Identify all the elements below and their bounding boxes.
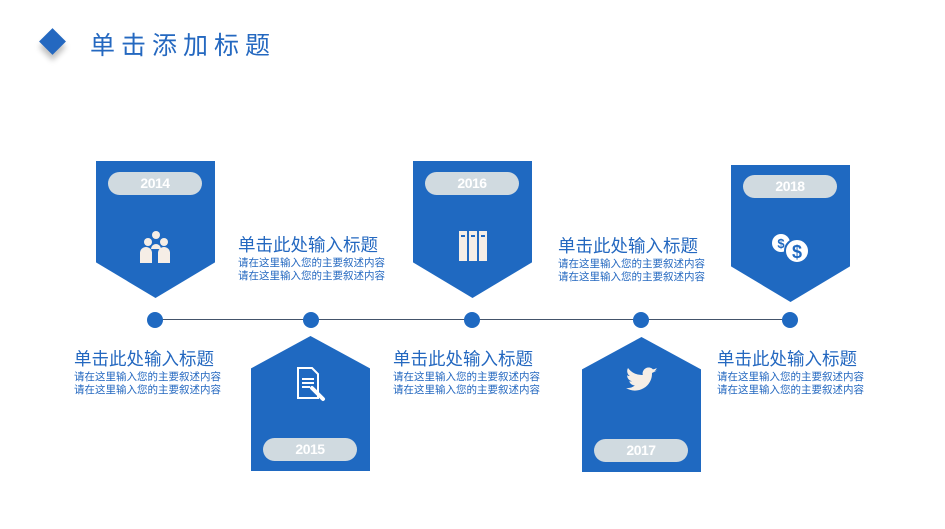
books-icon	[413, 230, 532, 266]
svg-text:$: $	[777, 236, 785, 251]
milestone-desc[interactable]: 请在这里输入您的主要叙述内容	[717, 371, 864, 383]
timeline-dot-2015	[303, 312, 319, 328]
year-pill: 2018	[743, 175, 837, 198]
milestone-desc[interactable]: 请在这里输入您的主要叙述内容	[238, 270, 385, 282]
svg-text:$: $	[791, 242, 801, 262]
year-pill: 2014	[108, 172, 202, 195]
milestone-desc[interactable]: 请在这里输入您的主要叙述内容	[393, 384, 540, 396]
year-pill: 2015	[263, 438, 357, 461]
milestone-card-2018[interactable]: 2018 $$	[731, 165, 850, 302]
milestone-card-2015[interactable]: 2015	[251, 336, 370, 471]
milestone-text-2015: 单击此处输入标题 请在这里输入您的主要叙述内容 请在这里输入您的主要叙述内容	[74, 349, 221, 397]
page-title[interactable]: 单击添加标题	[90, 31, 277, 60]
milestone-text-2018: 单击此处输入标题 请在这里输入您的主要叙述内容 请在这里输入您的主要叙述内容	[717, 349, 864, 397]
milestone-card-2016[interactable]: 2016	[413, 161, 532, 298]
milestone-desc[interactable]: 请在这里输入您的主要叙述内容	[74, 371, 221, 383]
milestone-title[interactable]: 单击此处输入标题	[717, 350, 857, 370]
milestone-card-2014[interactable]: 2014	[96, 161, 215, 298]
milestone-text-2017: 单击此处输入标题 请在这里输入您的主要叙述内容 请在这里输入您的主要叙述内容	[558, 236, 705, 284]
milestone-title[interactable]: 单击此处输入标题	[558, 237, 698, 257]
timeline-dot-2014	[147, 312, 163, 328]
timeline-dot-2016	[464, 312, 480, 328]
document-edit-icon	[251, 366, 370, 406]
milestone-text-2014: 单击此处输入标题 请在这里输入您的主要叙述内容 请在这里输入您的主要叙述内容	[238, 235, 385, 283]
timeline-dot-2018	[782, 312, 798, 328]
milestone-desc[interactable]: 请在这里输入您的主要叙述内容	[558, 271, 705, 283]
milestone-desc[interactable]: 请在这里输入您的主要叙述内容	[558, 258, 705, 270]
milestone-desc[interactable]: 请在这里输入您的主要叙述内容	[74, 384, 221, 396]
milestone-desc[interactable]: 请在这里输入您的主要叙述内容	[238, 257, 385, 269]
milestone-title[interactable]: 单击此处输入标题	[238, 236, 378, 256]
milestone-title[interactable]: 单击此处输入标题	[393, 350, 533, 370]
milestone-text-2016: 单击此处输入标题 请在这里输入您的主要叙述内容 请在这里输入您的主要叙述内容	[393, 349, 540, 397]
milestone-desc[interactable]: 请在这里输入您的主要叙述内容	[717, 384, 864, 396]
milestone-card-2017[interactable]: 2017	[582, 337, 701, 472]
title-diamond-icon	[39, 28, 66, 55]
year-pill: 2016	[425, 172, 519, 195]
milestone-desc[interactable]: 请在这里输入您的主要叙述内容	[393, 371, 540, 383]
people-icon	[96, 229, 215, 269]
timeline-dot-2017	[633, 312, 649, 328]
twitter-bird-icon	[582, 367, 701, 401]
dollar-coins-icon: $$	[731, 231, 850, 271]
milestone-title[interactable]: 单击此处输入标题	[74, 350, 214, 370]
year-pill: 2017	[594, 439, 688, 462]
